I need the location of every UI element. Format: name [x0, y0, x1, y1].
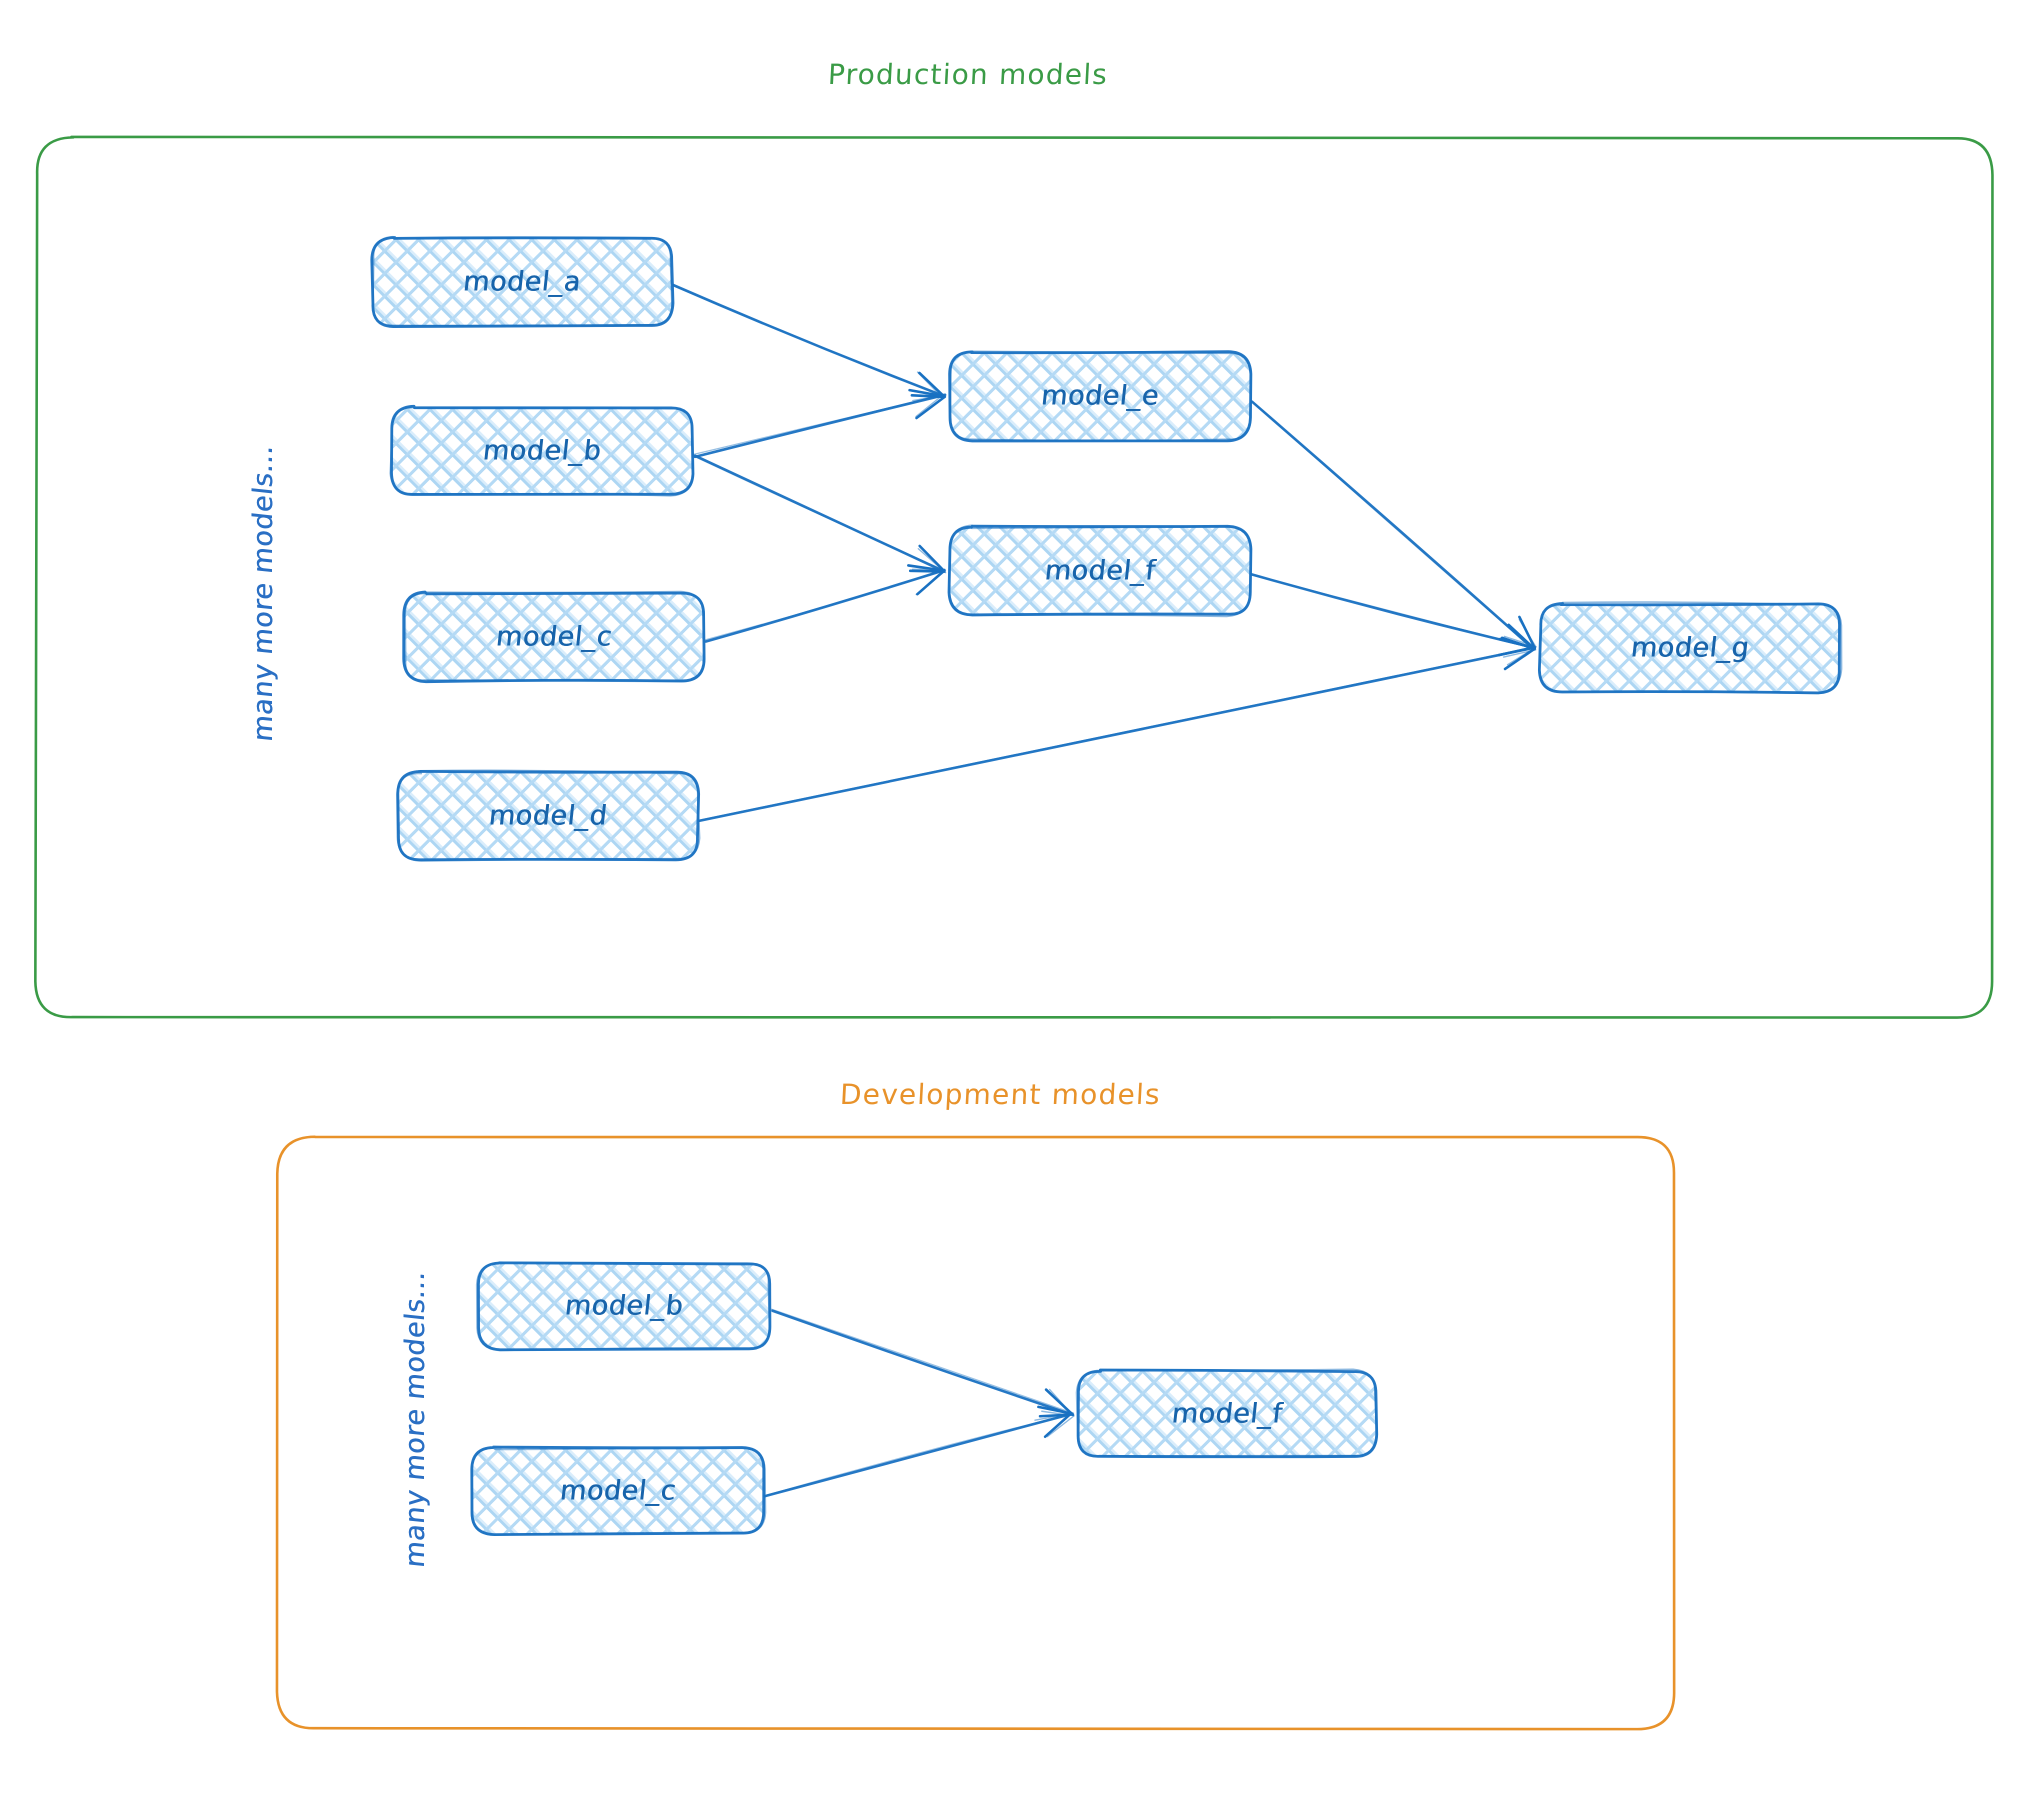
edge-arrowhead-sketch — [915, 569, 947, 596]
edge-arrowhead-sketch — [917, 548, 947, 574]
node-fill-cross — [391, 406, 693, 495]
edge-line — [770, 1308, 1073, 1414]
edge-arrowhead — [1043, 1411, 1073, 1439]
node-fill-cross — [471, 1447, 764, 1535]
node-border-sketch — [404, 590, 706, 683]
node-border-sketch — [1075, 1368, 1378, 1457]
node-border-sketch — [372, 235, 673, 327]
node-label-prod_model_c: model_c — [494, 621, 614, 653]
side-label-development: many more models... — [400, 1269, 431, 1570]
node-dev_model_c[interactable] — [470, 1445, 767, 1537]
edge-arrowhead-sketch — [915, 393, 945, 418]
edge-line — [1251, 401, 1534, 650]
edge-arrowhead-sketch — [1509, 628, 1533, 647]
group-border-production — [34, 135, 1994, 1019]
node-border-sketch — [1538, 601, 1843, 695]
edge-line — [771, 1309, 1075, 1417]
edge-arrowhead — [918, 371, 946, 399]
edge-arrowhead — [918, 544, 945, 572]
node-fill-cross — [1539, 603, 1840, 693]
edge-prod_model_d-to-prod_model_g — [697, 637, 1537, 823]
group-title-production: Production models — [827, 58, 1109, 91]
node-prod_model_b[interactable] — [389, 404, 695, 497]
node-label-prod_model_a: model_a — [461, 266, 583, 298]
node-label-prod_model_b: model_b — [481, 435, 603, 467]
edge-line — [765, 1413, 1072, 1496]
edge-arrowhead — [1503, 647, 1536, 671]
edge-line — [704, 569, 946, 641]
node-prod_model_g[interactable] — [1537, 601, 1843, 695]
node-fill-cross — [1078, 1370, 1377, 1457]
group-container-production — [34, 135, 1994, 1019]
node-label-dev_model_b: model_b — [563, 1290, 685, 1322]
edge-arrowhead-sketch — [1506, 648, 1535, 666]
edge-prod_model_c-to-prod_model_f — [704, 564, 947, 643]
node-dev_model_f[interactable] — [1075, 1368, 1379, 1459]
edge-arrowhead-sketch — [911, 390, 946, 398]
node-border-sketch — [948, 524, 1252, 618]
node-prod_model_f[interactable] — [947, 524, 1253, 618]
edge-line — [671, 283, 945, 398]
edge-dev_model_c-to-dev_model_f — [763, 1405, 1075, 1498]
node-fill-cross — [949, 526, 1251, 615]
edge-line — [1249, 572, 1536, 650]
node-fill-cross — [478, 1262, 770, 1350]
edge-arrowhead-sketch — [916, 371, 943, 399]
node-fill-cross — [397, 771, 699, 860]
edge-arrowhead-sketch — [1046, 1415, 1075, 1438]
node-fill-cross — [371, 237, 673, 327]
edge-line — [693, 393, 947, 459]
edge-line — [1251, 574, 1536, 650]
node-label-dev_model_c: model_c — [558, 1475, 678, 1507]
node-dev_model_b[interactable] — [475, 1261, 772, 1352]
edge-line — [763, 1412, 1073, 1498]
node-fill-cross — [949, 351, 1251, 442]
node-border-sketch — [389, 406, 695, 497]
edge-arrowhead-sketch — [1518, 618, 1537, 648]
node-prod_model_a[interactable] — [370, 235, 675, 328]
node-label-prod_model_f: model_f — [1043, 555, 1157, 587]
edge-arrowhead-sketch — [908, 565, 943, 572]
edge-arrowhead — [915, 395, 947, 420]
edge-arrowhead-sketch — [1499, 637, 1534, 650]
node-label-prod_model_e: model_e — [1039, 380, 1161, 412]
edge-arrowhead-sketch — [1041, 1410, 1071, 1417]
node-border-sketch — [949, 350, 1252, 442]
group-title-development: Development models — [839, 1078, 1162, 1111]
edge-line — [693, 454, 946, 573]
node-fill-cross — [403, 592, 705, 682]
edge-prod_model_a-to-prod_model_e — [671, 283, 946, 402]
group-container-development — [275, 1134, 1676, 1731]
node-border-sketch — [475, 1261, 771, 1352]
node-label-dev_model_f: model_f — [1170, 1398, 1284, 1430]
edge-arrowhead — [1037, 1405, 1074, 1416]
edge-line — [672, 285, 945, 397]
node-prod_model_d[interactable] — [396, 769, 701, 862]
edge-line — [704, 568, 946, 643]
edge-line — [699, 646, 1535, 821]
edge-line — [692, 455, 944, 571]
node-border-sketch — [396, 769, 701, 862]
edge-prod_model_b-to-prod_model_f — [692, 454, 947, 574]
node-label-prod_model_d: model_d — [487, 800, 609, 832]
node-prod_model_e[interactable] — [948, 350, 1253, 443]
edge-line — [1250, 400, 1535, 651]
node-prod_model_c[interactable] — [402, 590, 706, 684]
edge-prod_model_f-to-prod_model_g — [1249, 572, 1537, 658]
group-border-development — [275, 1134, 1676, 1731]
edge-line — [697, 646, 1537, 823]
edge-arrowhead-sketch — [1049, 1388, 1073, 1415]
node-border-sketch — [470, 1447, 767, 1536]
node-label-prod_model_g: model_g — [1629, 632, 1751, 664]
edge-prod_model_b-to-prod_model_e — [692, 388, 947, 459]
edge-dev_model_b-to-dev_model_f — [770, 1308, 1075, 1421]
side-label-production: many more models... — [248, 443, 279, 744]
edge-line — [692, 394, 944, 456]
